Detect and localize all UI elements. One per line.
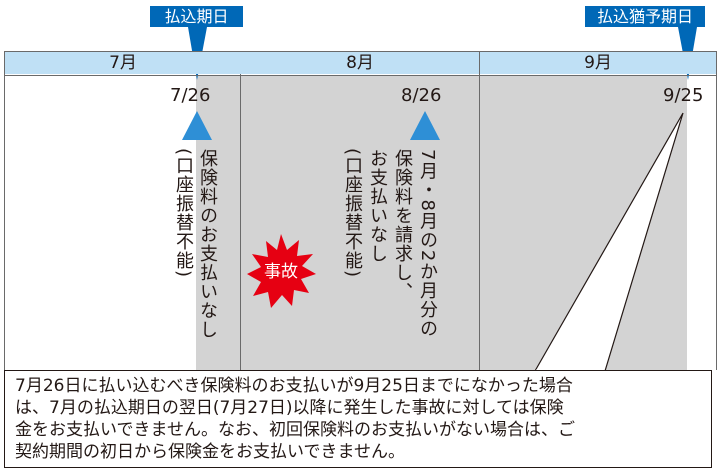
month-header-september: 9月 [480, 52, 717, 74]
explanation-line3: 金をお支払いできません。なお、初回保険料のお支払いがない場合は、ご [15, 420, 575, 440]
date-september-25: 9/25 [663, 85, 704, 106]
marker-7-26-triangle [182, 111, 212, 140]
explanation-line2: は、7月の払込期日の翌日(7月27日)以降に発生した事故に対しては保険 [15, 398, 564, 418]
month-header-august: 8月 [241, 52, 480, 74]
accident-label: 事故 [264, 262, 298, 282]
august-note-line3: お支払いなし [367, 149, 388, 263]
payment-due-callout: 払込期日 [150, 6, 243, 27]
accident-burst [247, 234, 316, 308]
date-august-26: 8/26 [401, 85, 442, 106]
marker-8-26-triangle [410, 111, 440, 140]
august-note-line1: 7月・8月の2か月分の [417, 149, 438, 339]
july-no-payment-note: 保険料のお支払いなし [197, 149, 218, 339]
august-note-line4: (口座振替不能) [342, 148, 363, 279]
date-july-26: 7/26 [170, 85, 211, 106]
explanation-line1: 7月26日に払い込むべき保険料のお支払いが9月25日までになかった場合 [15, 376, 573, 396]
explanation-line4: 契約期間の初日から保険金をお支払いできません。 [15, 442, 405, 462]
grace-period-callout: 払込猶予期日 [585, 6, 705, 27]
july-transfer-failed-note: (口座振替不能) [173, 148, 194, 279]
explanation-box: 7月26日に払い込むべき保険料のお支払いが9月25日までになかった場合 は、7月… [4, 370, 712, 468]
august-note-line2: 保険料を請求し、 [392, 149, 413, 301]
month-header-july: 7月 [4, 52, 242, 74]
